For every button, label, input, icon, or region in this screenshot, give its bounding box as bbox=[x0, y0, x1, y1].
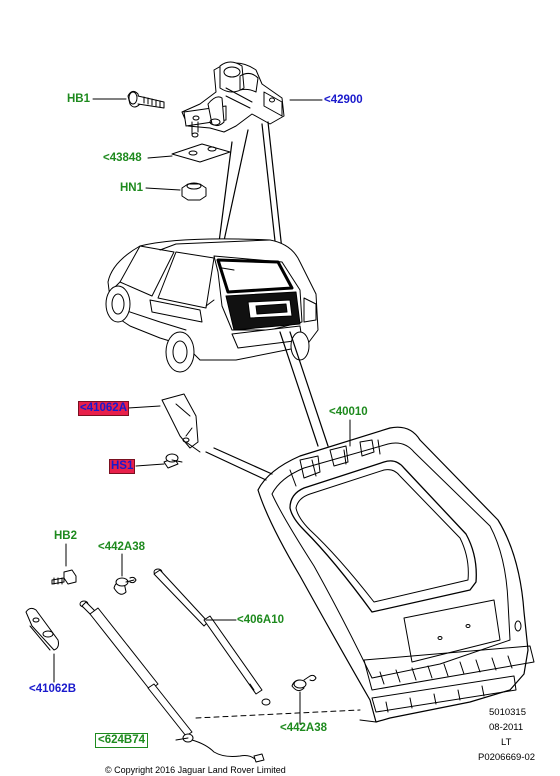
hinge-nut-hn1 bbox=[181, 182, 207, 201]
callout-624b74[interactable]: <624B74 bbox=[95, 733, 148, 748]
callout-406a10[interactable]: <406A10 bbox=[237, 614, 284, 626]
callout-hb2[interactable]: HB2 bbox=[54, 530, 78, 542]
screw-hs1 bbox=[163, 453, 183, 469]
callout-hb1[interactable]: HB1 bbox=[67, 93, 91, 105]
trim-cover-41062a bbox=[161, 393, 199, 449]
illustration-region: LT bbox=[501, 737, 512, 748]
illustration-id: P0206669-02 bbox=[478, 752, 536, 763]
hinge-gasket bbox=[171, 143, 231, 163]
callout-41062b[interactable]: <41062B bbox=[29, 683, 76, 695]
gas-strut-406a10 bbox=[153, 568, 271, 706]
callout-41062a[interactable]: <41062A bbox=[78, 401, 129, 416]
callout-40010[interactable]: <40010 bbox=[329, 406, 368, 418]
callout-442a38-upper[interactable]: <442A38 bbox=[98, 541, 145, 553]
gas-strut-624b74 bbox=[79, 600, 265, 763]
callout-442a38-lower[interactable]: <442A38 bbox=[280, 722, 327, 734]
bolt-hb2 bbox=[51, 569, 77, 585]
tailgate-hinge-illustration bbox=[181, 61, 285, 138]
bracket-41062b bbox=[25, 607, 59, 651]
callout-hn1[interactable]: HN1 bbox=[120, 182, 144, 194]
callout-42900[interactable]: <42900 bbox=[324, 94, 363, 106]
illustration-code: 5010315 bbox=[489, 707, 526, 718]
callout-hs1[interactable]: HS1 bbox=[108, 459, 136, 474]
hinge-bolt-hb1 bbox=[127, 90, 165, 109]
tailgate-illustration bbox=[257, 426, 535, 723]
callout-43848[interactable]: <43848 bbox=[103, 152, 142, 164]
illustration-date: 08-2011 bbox=[489, 722, 524, 733]
copyright-notice: © Copyright 2016 Jaguar Land Rover Limit… bbox=[105, 765, 286, 775]
ball-stud-442a38-lower bbox=[291, 674, 317, 692]
ball-stud-442a38-upper bbox=[113, 576, 137, 595]
vehicle-illustration bbox=[105, 238, 319, 373]
